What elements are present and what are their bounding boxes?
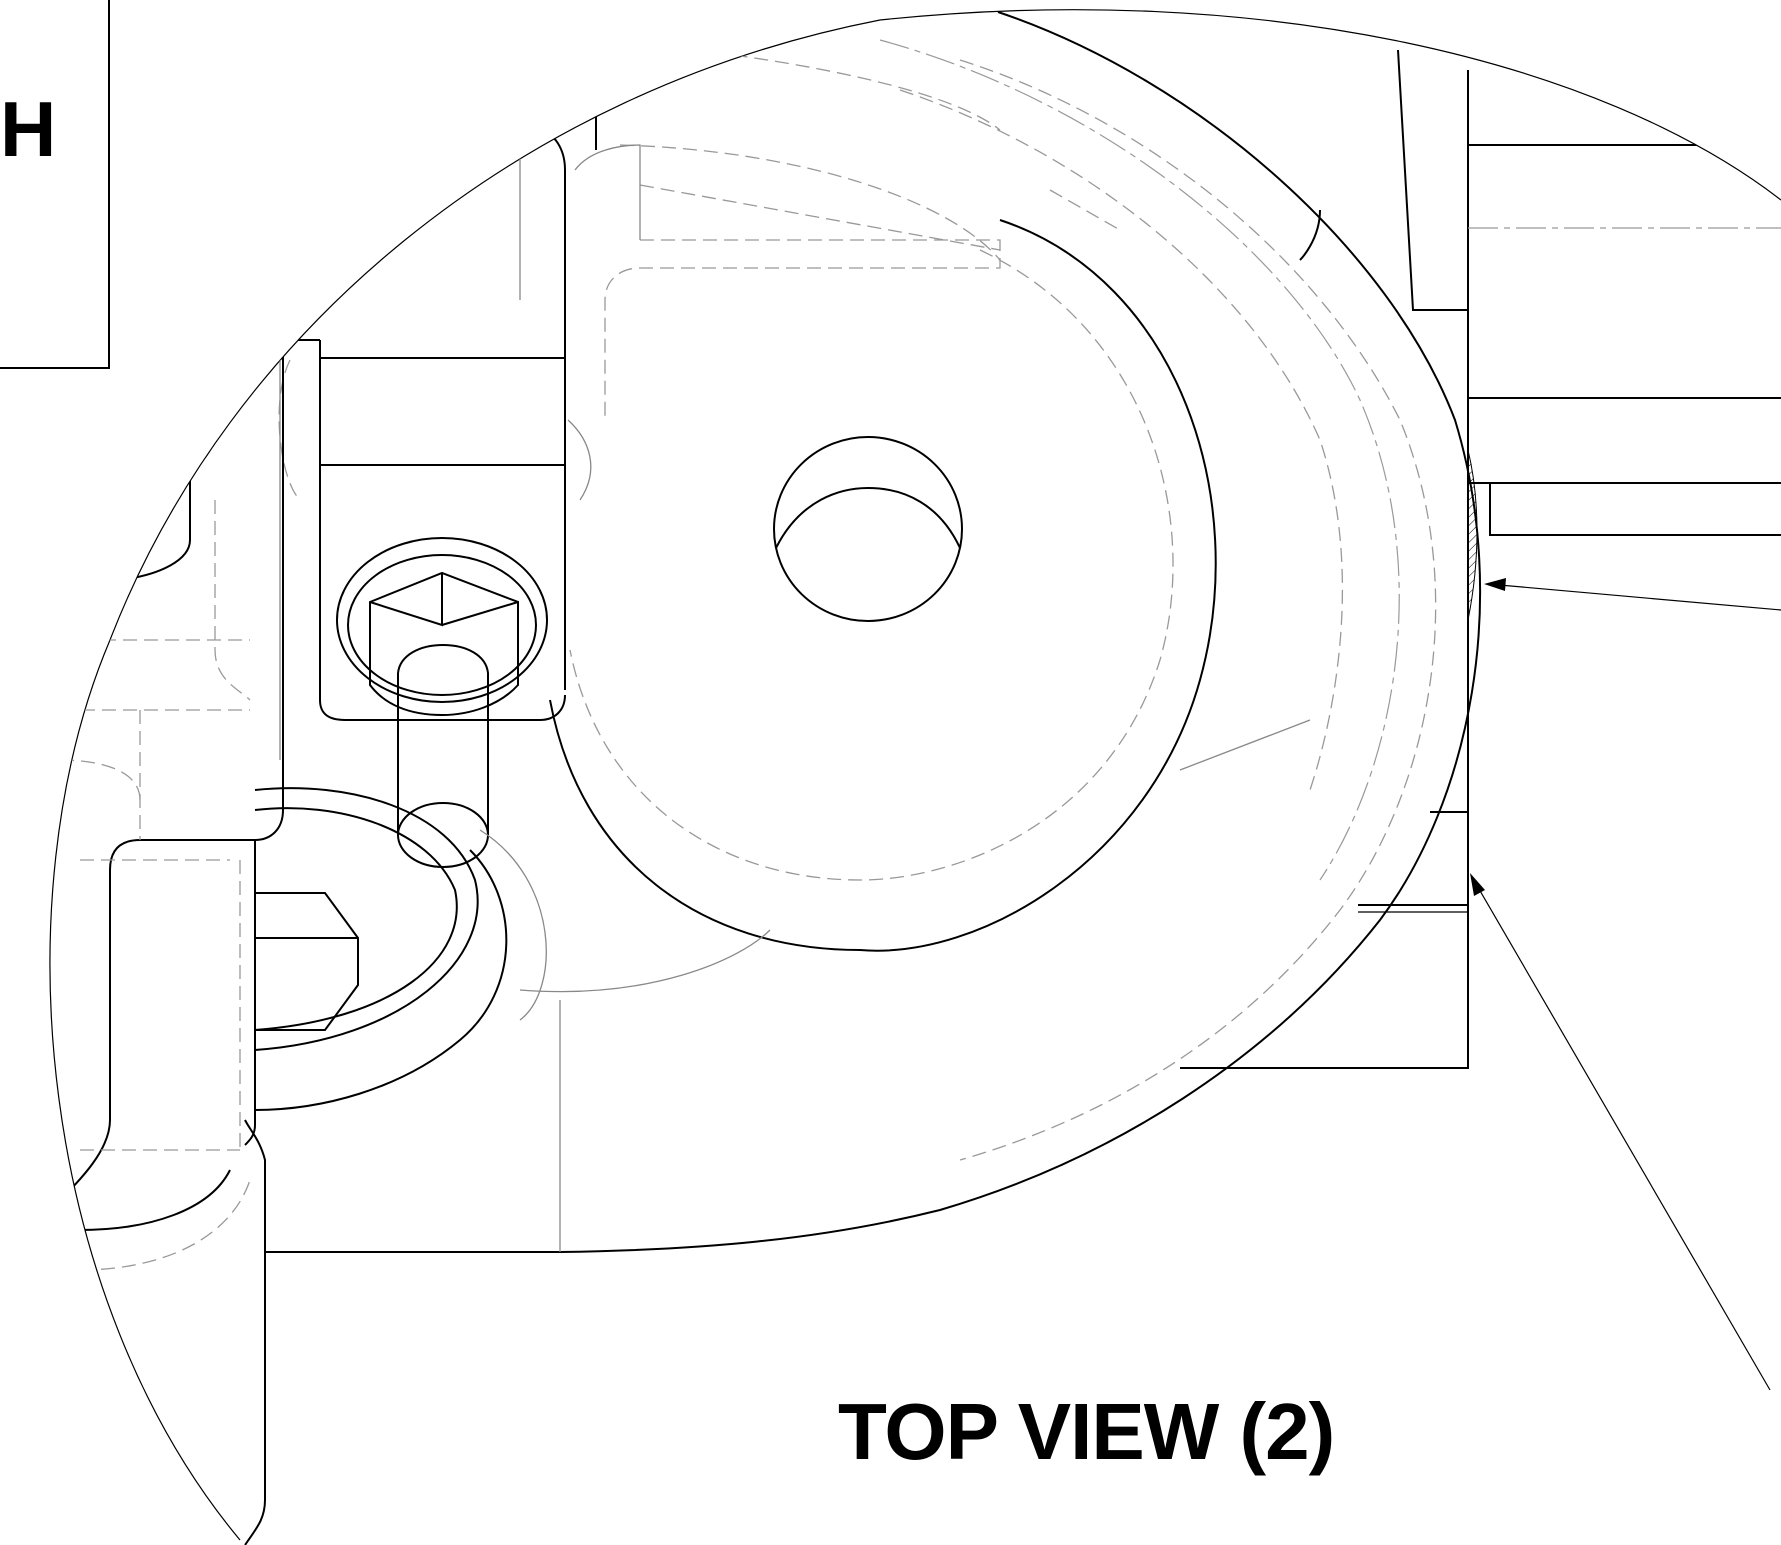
leader-line-lower <box>1470 873 1771 1391</box>
hex-bolt <box>336 537 548 717</box>
lower-hex-nut <box>255 892 359 1031</box>
central-boss <box>549 189 1217 952</box>
cam-housing <box>265 11 1481 1253</box>
center-hole <box>773 436 963 622</box>
corner-label: H <box>0 85 57 173</box>
leader-line-upper <box>1484 578 1781 611</box>
upper-bracket <box>389 44 1001 690</box>
detail-boundary <box>49 9 1781 1541</box>
right-frame <box>1180 49 1781 1069</box>
left-bracket <box>59 339 561 1545</box>
lower-ring <box>254 787 771 1111</box>
label-box <box>0 0 110 369</box>
view-title: TOP VIEW (2) <box>838 1387 1335 1476</box>
